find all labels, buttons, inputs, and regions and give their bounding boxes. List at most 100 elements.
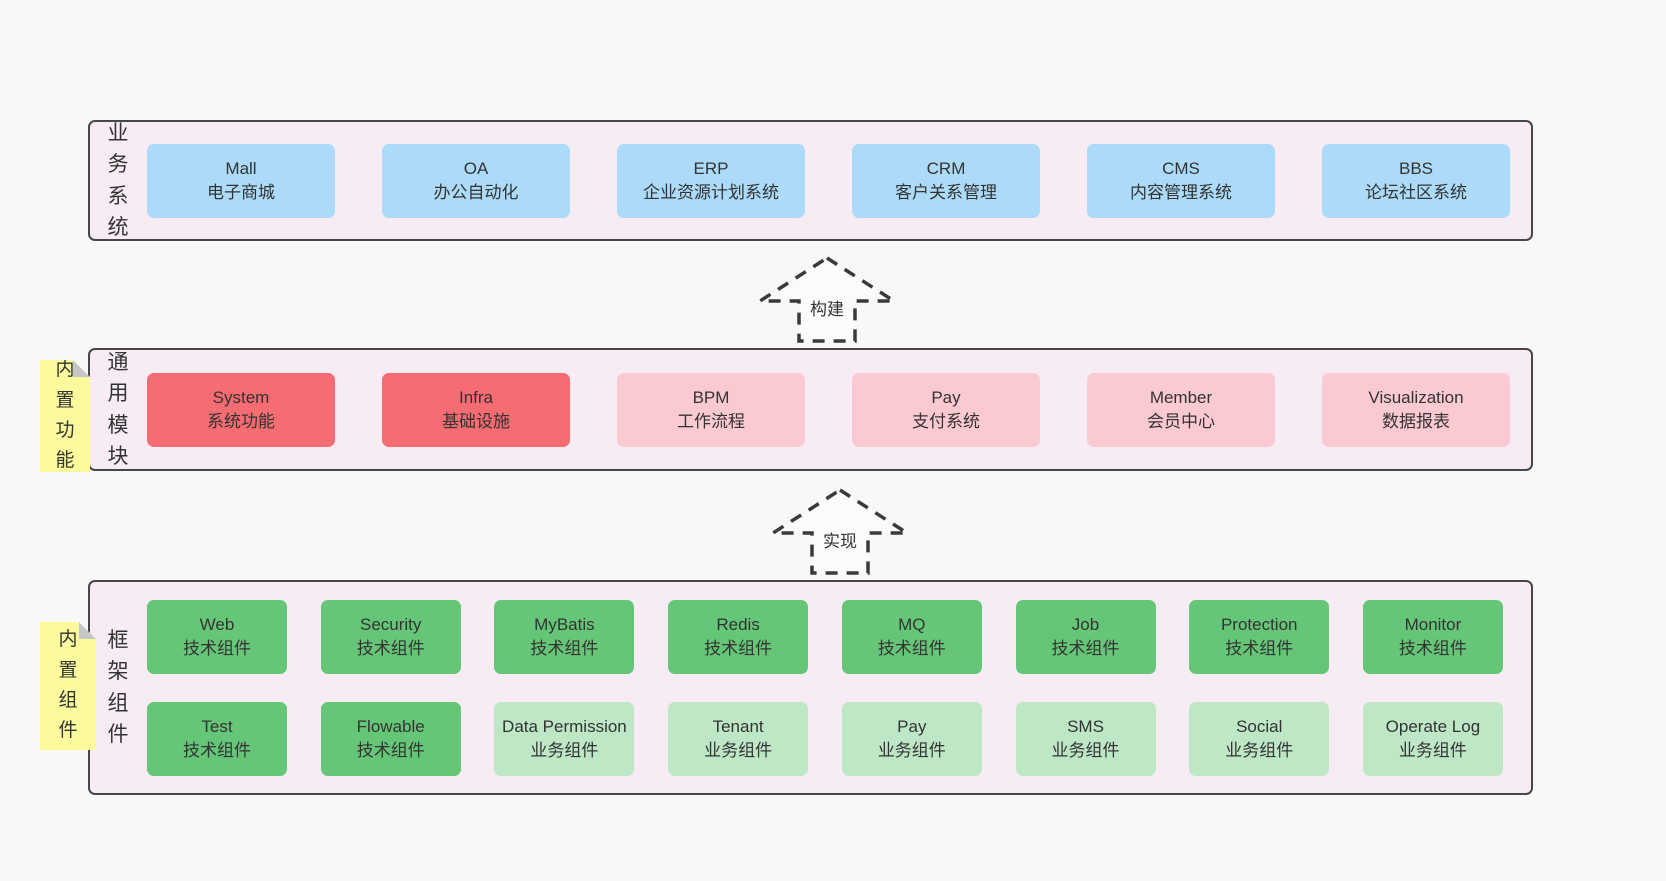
box-mall: Mall 电子商城 (147, 143, 335, 218)
box-title: BPM (692, 387, 730, 407)
box-monitor: Monitor 技术组件 (1362, 599, 1503, 674)
box-web: Web 技术组件 (147, 599, 287, 674)
box-title: Data Permission (502, 716, 627, 736)
box-system: System 系统功能 (147, 372, 335, 447)
box-subtitle: 办公自动化 (433, 182, 519, 202)
box-subtitle: 业务组件 (1051, 740, 1120, 760)
box-title: Protection (1220, 614, 1298, 634)
arrow-build-label: 构建 (808, 295, 846, 320)
box-title: Pay (931, 387, 961, 407)
box-test: Test 技术组件 (147, 701, 287, 776)
arrow-implement-label: 实现 (821, 527, 859, 552)
box-infra: Infra 基础设施 (382, 372, 570, 447)
up-arrow-implement: 实现 (770, 487, 910, 575)
box-subtitle: 客户关系管理 (895, 182, 997, 202)
box-title: Operate Log (1385, 716, 1481, 736)
box-subtitle: 技术组件 (877, 638, 946, 658)
box-social: Social 业务组件 (1189, 701, 1330, 776)
layer-label-framework-components: 框架组件 (107, 628, 129, 747)
box-subtitle: 会员中心 (1147, 411, 1215, 431)
box-subtitle: 技术组件 (1051, 638, 1120, 658)
up-arrow-build: 构建 (757, 255, 897, 343)
box-title: Infra (458, 387, 494, 407)
box-title: Tenant (712, 716, 764, 736)
box-title: OA (463, 158, 489, 178)
box-subtitle: 业务组件 (704, 740, 773, 760)
sticky-text: 内置组件 (58, 629, 78, 742)
box-subtitle: 数据报表 (1382, 411, 1450, 431)
box-subtitle: 支付系统 (912, 411, 980, 431)
box-subtitle: 业务组件 (1225, 740, 1294, 760)
box-title: Web (199, 614, 235, 634)
sticky-note-built-in-components: 内置组件 (40, 622, 96, 750)
box-data-permission: Data Permission 业务组件 (494, 701, 635, 776)
sticky-text: 内置功能 (55, 359, 75, 472)
box-title: Job (1071, 614, 1100, 634)
box-title: Mall (225, 158, 257, 178)
box-subtitle: 技术组件 (1225, 638, 1294, 658)
box-oa: OA 办公自动化 (382, 143, 570, 218)
box-subtitle: 业务组件 (877, 740, 946, 760)
box-subtitle: 技术组件 (704, 638, 773, 658)
box-title: Security (359, 614, 422, 634)
box-subtitle: 技术组件 (1398, 638, 1467, 658)
box-title: Visualization (1368, 387, 1464, 407)
box-bpm: BPM 工作流程 (617, 372, 805, 447)
box-title: System (212, 387, 270, 407)
box-subtitle: 技术组件 (356, 740, 425, 760)
framework-components-row-1: Web 技术组件 Security 技术组件 MyBatis 技术组件 Redi… (147, 599, 1503, 674)
box-title: CMS (1162, 158, 1200, 178)
box-security: Security 技术组件 (320, 599, 461, 674)
box-subtitle: 业务组件 (1398, 740, 1467, 760)
box-subtitle: 基础设施 (442, 411, 510, 431)
box-title: Test (201, 716, 233, 736)
layer-label-common-modules: 通用模块 (107, 350, 129, 469)
box-redis: Redis 技术组件 (668, 599, 809, 674)
box-subtitle: 系统功能 (207, 411, 275, 431)
box-subtitle: 论坛社区系统 (1365, 182, 1467, 202)
box-title: Monitor (1404, 614, 1462, 634)
box-title: MQ (898, 614, 926, 634)
layer-common-modules: 通用模块 System 系统功能 Infra 基础设施 BPM 工作流程 Pay… (88, 348, 1533, 471)
box-title: Pay (897, 716, 927, 736)
layer-framework-components: 框架组件 Web 技术组件 Security 技术组件 MyBatis 技术组件… (88, 580, 1533, 795)
framework-components-row-2: Test 技术组件 Flowable 技术组件 Data Permission … (147, 701, 1503, 776)
box-title: Redis (716, 614, 760, 634)
box-title: SMS (1067, 716, 1104, 736)
layer-label-business-systems: 业务系统 (107, 121, 129, 240)
box-title: CRM (926, 158, 966, 178)
box-pay-system: Pay 支付系统 (852, 372, 1040, 447)
box-subtitle: 技术组件 (183, 638, 251, 658)
box-visualization: Visualization 数据报表 (1322, 372, 1510, 447)
box-pay-component: Pay 业务组件 (841, 701, 982, 776)
box-tenant: Tenant 业务组件 (668, 701, 809, 776)
box-member: Member 会员中心 (1087, 372, 1275, 447)
layer-business-systems: 业务系统 Mall 电子商城 OA 办公自动化 ERP 企业资源计划系统 CRM… (88, 120, 1533, 241)
box-sms: SMS 业务组件 (1015, 701, 1156, 776)
box-subtitle: 技术组件 (356, 638, 425, 658)
box-flowable: Flowable 技术组件 (320, 701, 461, 776)
box-title: BBS (1398, 158, 1434, 178)
box-bbs: BBS 论坛社区系统 (1322, 143, 1510, 218)
sticky-note-built-in-functions: 内置功能 (40, 360, 90, 472)
box-subtitle: 内容管理系统 (1130, 182, 1232, 202)
box-title: ERP (693, 158, 729, 178)
box-protection: Protection 技术组件 (1189, 599, 1330, 674)
business-systems-row: Mall 电子商城 OA 办公自动化 ERP 企业资源计划系统 CRM 客户关系… (147, 143, 1510, 218)
box-title: Social (1236, 716, 1283, 736)
box-subtitle: 业务组件 (530, 740, 599, 760)
box-subtitle: 技术组件 (183, 740, 251, 760)
box-title: Flowable (356, 716, 425, 736)
box-erp: ERP 企业资源计划系统 (617, 143, 805, 218)
box-cms: CMS 内容管理系统 (1087, 143, 1275, 218)
box-title: Member (1149, 387, 1213, 407)
box-subtitle: 工作流程 (677, 411, 745, 431)
box-operate-log: Operate Log 业务组件 (1362, 701, 1503, 776)
box-subtitle: 电子商城 (207, 182, 275, 202)
box-subtitle: 技术组件 (530, 638, 599, 658)
box-mybatis: MyBatis 技术组件 (494, 599, 635, 674)
box-mq: MQ 技术组件 (841, 599, 982, 674)
box-subtitle: 企业资源计划系统 (643, 182, 779, 202)
common-modules-row: System 系统功能 Infra 基础设施 BPM 工作流程 Pay 支付系统… (147, 372, 1510, 447)
